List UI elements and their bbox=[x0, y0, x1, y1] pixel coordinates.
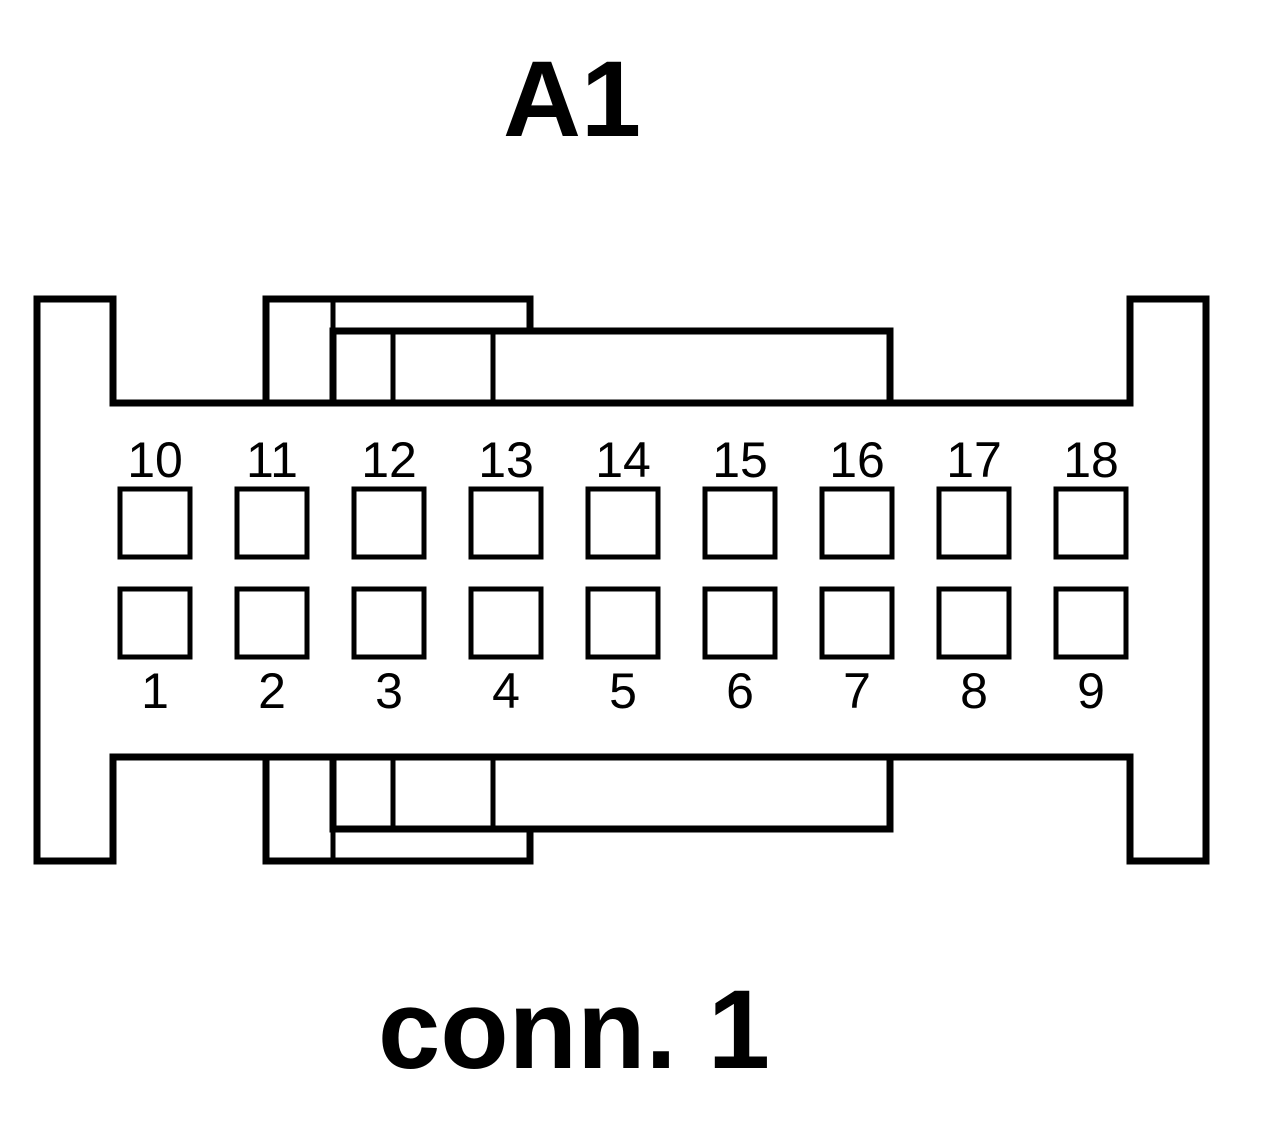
pin-9-cavity bbox=[1053, 586, 1129, 660]
pin-16-label: 16 bbox=[829, 432, 885, 488]
pin-4-cavity bbox=[468, 586, 544, 660]
pin-10-cavity bbox=[117, 486, 193, 560]
pin-15-label: 15 bbox=[712, 432, 768, 488]
pin-6-cavity bbox=[702, 586, 778, 660]
pin-13-cavity bbox=[468, 486, 544, 560]
pin-12-cavity bbox=[351, 486, 427, 560]
pin-12-label: 12 bbox=[361, 432, 417, 488]
pin-16-cavity bbox=[819, 486, 895, 560]
pin-11-cavity bbox=[234, 486, 310, 560]
top-latch-bar bbox=[329, 327, 894, 407]
connector-title: A1 bbox=[503, 38, 641, 159]
pin-14-cavity bbox=[585, 486, 661, 560]
pin-17-cavity bbox=[936, 486, 1012, 560]
bottom-latch-bar bbox=[329, 753, 894, 833]
top-pin-row: 10 11 12 13 14 15 16 17 18 bbox=[117, 432, 1129, 560]
pin-5-cavity bbox=[585, 586, 661, 660]
pin-9-label: 9 bbox=[1077, 663, 1105, 719]
pin-5-label: 5 bbox=[609, 663, 637, 719]
pin-18-cavity bbox=[1053, 486, 1129, 560]
pin-7-label: 7 bbox=[843, 663, 871, 719]
pin-17-label: 17 bbox=[946, 432, 1002, 488]
top-latch bbox=[262, 295, 894, 407]
pin-1-label: 1 bbox=[141, 663, 169, 719]
pin-10-label: 10 bbox=[127, 432, 183, 488]
connector-subtitle: conn. 1 bbox=[378, 967, 770, 1092]
bottom-latch bbox=[262, 753, 894, 865]
pin-4-label: 4 bbox=[492, 663, 520, 719]
pin-3-label: 3 bbox=[375, 663, 403, 719]
pin-15-cavity bbox=[702, 486, 778, 560]
pin-8-cavity bbox=[936, 586, 1012, 660]
pin-3-cavity bbox=[351, 586, 427, 660]
connector-body bbox=[33, 295, 1210, 865]
bottom-pin-row: 1 2 3 4 5 6 7 8 9 bbox=[117, 586, 1129, 719]
pin-14-label: 14 bbox=[595, 432, 651, 488]
pin-8-label: 8 bbox=[960, 663, 988, 719]
pin-13-label: 13 bbox=[478, 432, 534, 488]
pin-1-cavity bbox=[117, 586, 193, 660]
pin-11-label: 11 bbox=[246, 432, 298, 488]
pin-2-label: 2 bbox=[258, 663, 286, 719]
pin-7-cavity bbox=[819, 586, 895, 660]
pin-6-label: 6 bbox=[726, 663, 754, 719]
pin-2-cavity bbox=[234, 586, 310, 660]
pin-18-label: 18 bbox=[1063, 432, 1119, 488]
